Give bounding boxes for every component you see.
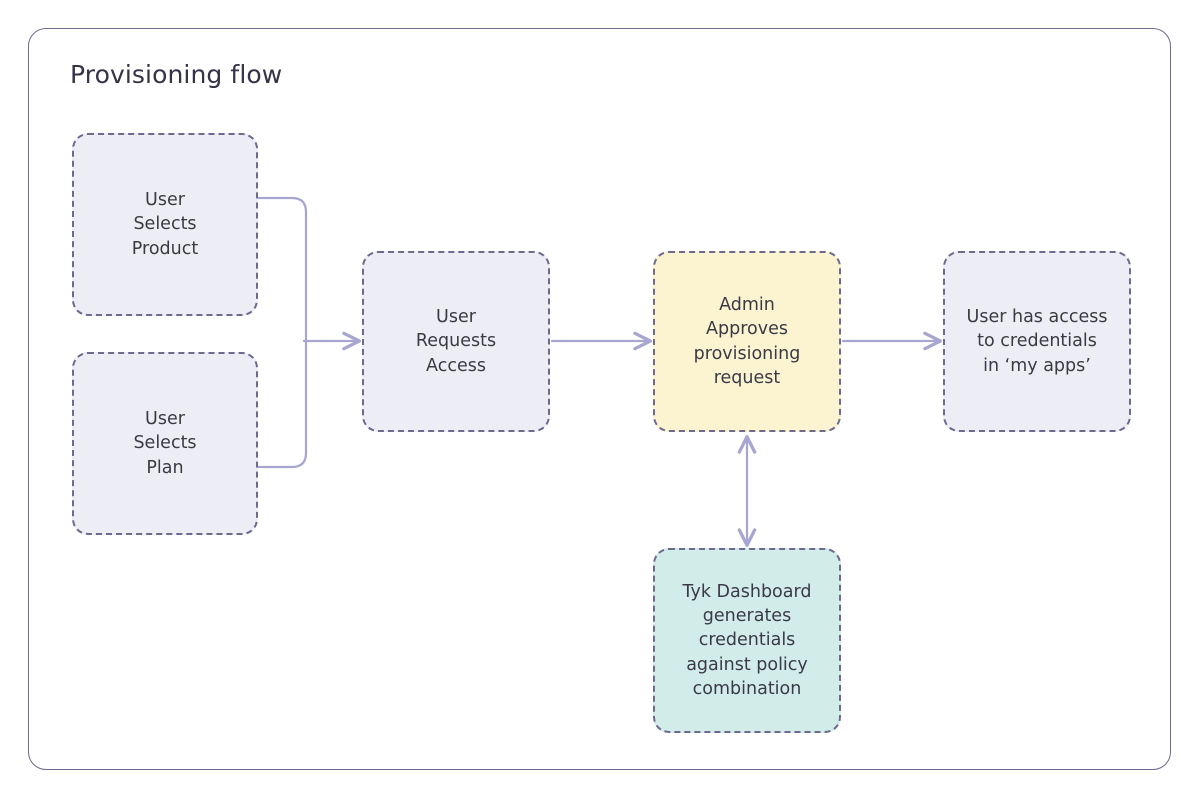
node-label: User Selects Plan xyxy=(133,409,197,478)
node-user-has-access[interactable]: User has access to credentials in ‘my ap… xyxy=(943,251,1131,432)
node-tyk-dashboard[interactable]: Tyk Dashboard generates credentials agai… xyxy=(653,548,841,733)
node-label: User Requests Access xyxy=(415,307,497,376)
node-label: User Selects Product xyxy=(131,190,199,259)
node-user-selects-product[interactable]: User Selects Product xyxy=(72,133,258,316)
page-title: Provisioning flow xyxy=(70,60,283,89)
node-label: Tyk Dashboard generates credentials agai… xyxy=(682,582,812,699)
node-user-selects-plan[interactable]: User Selects Plan xyxy=(72,352,258,535)
node-admin-approves[interactable]: Admin Approves provisioning request xyxy=(653,251,841,432)
node-label: User has access to credentials in ‘my ap… xyxy=(966,307,1108,376)
node-user-requests-access[interactable]: User Requests Access xyxy=(362,251,550,432)
node-label: Admin Approves provisioning request xyxy=(693,295,801,388)
